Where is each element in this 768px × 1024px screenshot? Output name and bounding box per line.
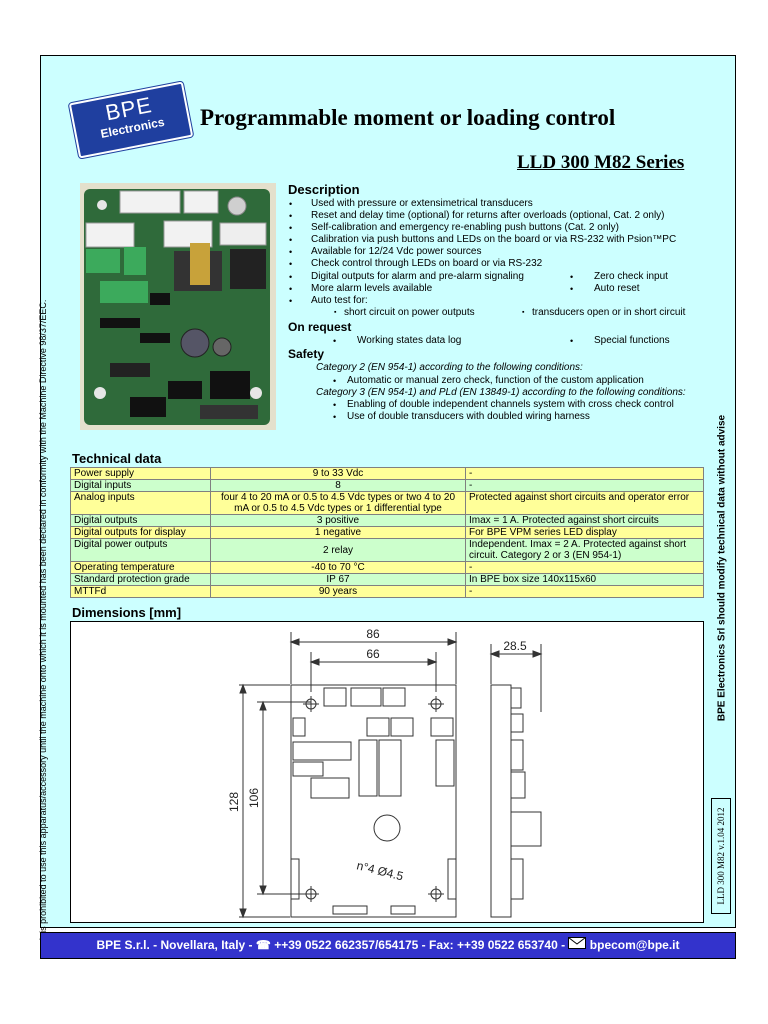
table-row: Digital outputs for display 1 negative F… [70,526,704,539]
circuit-board-photo [80,183,276,430]
list-item: Automatic or manual zero check, function… [347,375,644,386]
dimension-label-height-outer: 128 [227,792,241,812]
contact-footer: BPE S.r.l. - Novellara, Italy - ☎ ++39 0… [40,932,736,959]
bullet-icon: • [289,296,293,306]
list-item: Digital outputs for alarm and pre-alarm … [311,271,524,282]
category-3-text: Category 3 (EN 954-1) and PLd (EN 13849-… [316,387,686,398]
square-bullet-icon: ▪ [522,309,525,316]
conformity-notice: It is prohibited to use this apparatus/a… [38,299,48,941]
dimension-label-height-inner: 106 [247,788,261,808]
list-item: More alarm levels available [311,283,433,294]
bullet-icon: • [333,376,337,386]
list-item: Auto reset [594,283,640,294]
table-row: Power supply 9 to 33 Vdc - [70,467,704,480]
bullet-icon: • [570,272,574,282]
email-link[interactable]: bpecom@bpe.it [589,938,680,952]
list-item: Calibration via push buttons and LEDs on… [311,234,677,245]
list-item: Check control through LEDs on board or v… [311,258,543,269]
phone-icon: ☎ [255,938,271,953]
table-row: Operating temperature -40 to 70 °C - [70,561,704,574]
phone-fax: ++39 0522 662357/654175 - Fax: ++39 0522… [274,938,569,952]
list-item: Reset and delay time (optional) for retu… [311,210,665,221]
technical-data-heading: Technical data [72,451,162,466]
list-item: Auto test for: [311,295,368,306]
list-item: Working states data log [357,335,462,346]
dimension-label-width-inner: 66 [366,647,380,661]
holes-label: n°4 Ø4.5 [355,858,405,883]
disclaimer-notice: BPE Electronics Srl should modify techni… [716,414,728,722]
envelope-icon [568,933,587,958]
table-row: Standard protection grade IP 67 In BPE b… [70,573,704,586]
bullet-icon: • [289,199,293,209]
safety-heading: Safety [288,347,325,361]
bullet-icon: • [289,247,293,257]
list-item: Available for 12/24 Vdc power sources [311,246,482,257]
bullet-icon: • [289,284,293,294]
dimensions-drawing: 86 66 28.5 128 106 n°4 Ø4.5 [70,621,704,923]
list-item: Used with pressure or extensimetrical tr… [311,198,533,209]
version-box: LLD 300 M82 v.1.04 2012 [711,798,731,914]
table-row: Digital inputs 8 - [70,479,704,492]
table-row: Analog inputs four 4 to 20 mA or 0.5 to … [70,491,704,515]
on-request-heading: On request [288,320,352,334]
table-row: MTTFd 90 years - [70,585,704,598]
list-item: Use of double transducers with doubled w… [347,411,590,422]
dimensions-heading: Dimensions [mm] [72,605,182,620]
dimension-label-width-outer: 86 [366,627,380,641]
page-title: Programmable moment or loading control [200,105,616,130]
bullet-icon: • [333,412,337,422]
dimension-label-depth: 28.5 [503,639,527,653]
bullet-icon: • [289,211,293,221]
square-bullet-icon: ▪ [334,309,337,316]
bullet-icon: • [289,272,293,282]
description-heading: Description [288,182,360,197]
technical-data-table: Power supply 9 to 33 Vdc - Digital input… [70,467,704,598]
list-subitem: transducers open or in short circuit [532,307,686,318]
company-address: BPE S.r.l. - Novellara, Italy - [96,938,256,952]
list-item: Enabling of double independent channels … [347,399,674,410]
bullet-icon: • [570,336,574,346]
list-item: Special functions [594,335,670,346]
list-subitem: short circuit on power outputs [344,307,475,318]
table-row: Digital power outputs 2 relay Independen… [70,538,704,562]
bullet-icon: • [289,223,293,233]
bullet-icon: • [289,235,293,245]
version-label: LLD 300 M82 v.1.04 2012 [716,807,726,905]
list-item: Self-calibration and emergency re-enabli… [311,222,619,233]
bullet-icon: • [570,284,574,294]
table-row: Digital outputs 3 positive Imax = 1 A. P… [70,514,704,527]
series-title: LLD 300 M82 Series [517,152,685,173]
list-item: Zero check input [594,271,668,282]
category-2-text: Category 2 (EN 954-1) according to the f… [316,362,583,373]
bullet-icon: • [289,259,293,269]
bullet-icon: • [333,336,337,346]
bullet-icon: • [333,400,337,410]
